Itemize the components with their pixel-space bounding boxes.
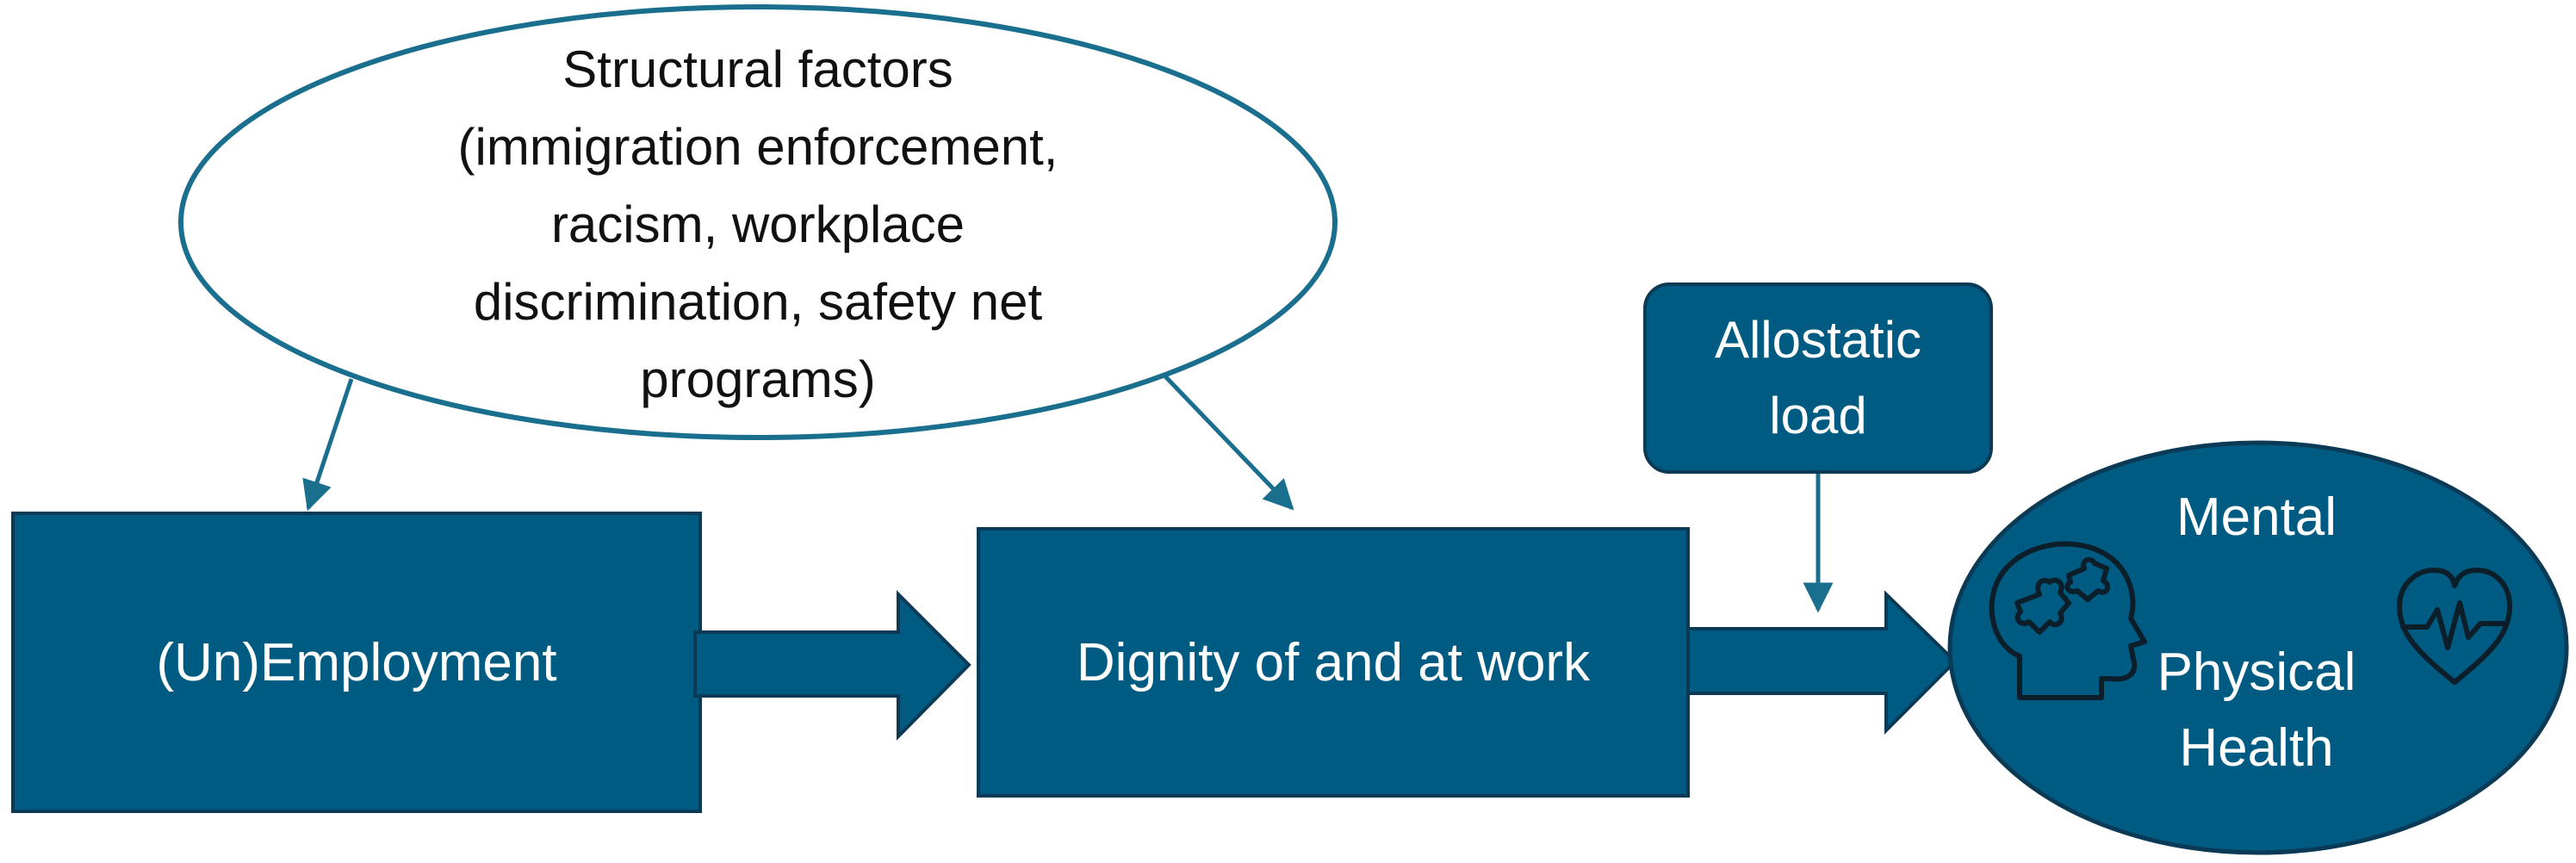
structural-factors-ellipse (178, 4, 1338, 440)
structural-line-2: (immigration enforcement, (457, 118, 1058, 176)
brain-puzzle-head-icon (1989, 541, 2147, 700)
structural-to-employment-arrow (302, 378, 354, 512)
structural-to-dignity-arrow (1163, 374, 1294, 511)
structural-line-3: racism, workplace (550, 196, 965, 253)
dignity-label: Dignity of and at work (1076, 632, 1591, 692)
structural-line-5: programs) (640, 351, 876, 408)
dignity-box (977, 527, 1690, 798)
dignity-to-health-block-arrow (1686, 590, 1958, 735)
health-physical-label: Physical (2157, 642, 2356, 702)
allostatic-line-1: Allostatic (1714, 311, 1922, 369)
employment-to-dignity-block-arrow (693, 590, 971, 741)
allostatic-load-label: Allostatic load (1645, 284, 1991, 472)
allostatic-load-box (1643, 282, 1993, 474)
structural-title: Structural factors (562, 40, 953, 98)
allostatic-line-2: load (1769, 387, 1867, 444)
health-mental-label: Mental (2176, 487, 2337, 547)
structural-line-4: discrimination, safety net (473, 273, 1043, 331)
structural-factors-text: Structural factors (immigration enforcem… (310, 31, 1206, 419)
employment-label: (Un)Employment (156, 632, 557, 692)
heart-pulse-icon (2397, 568, 2512, 685)
employment-box (11, 512, 702, 813)
health-ellipse (1947, 440, 2569, 855)
health-health-label: Health (2179, 717, 2334, 778)
